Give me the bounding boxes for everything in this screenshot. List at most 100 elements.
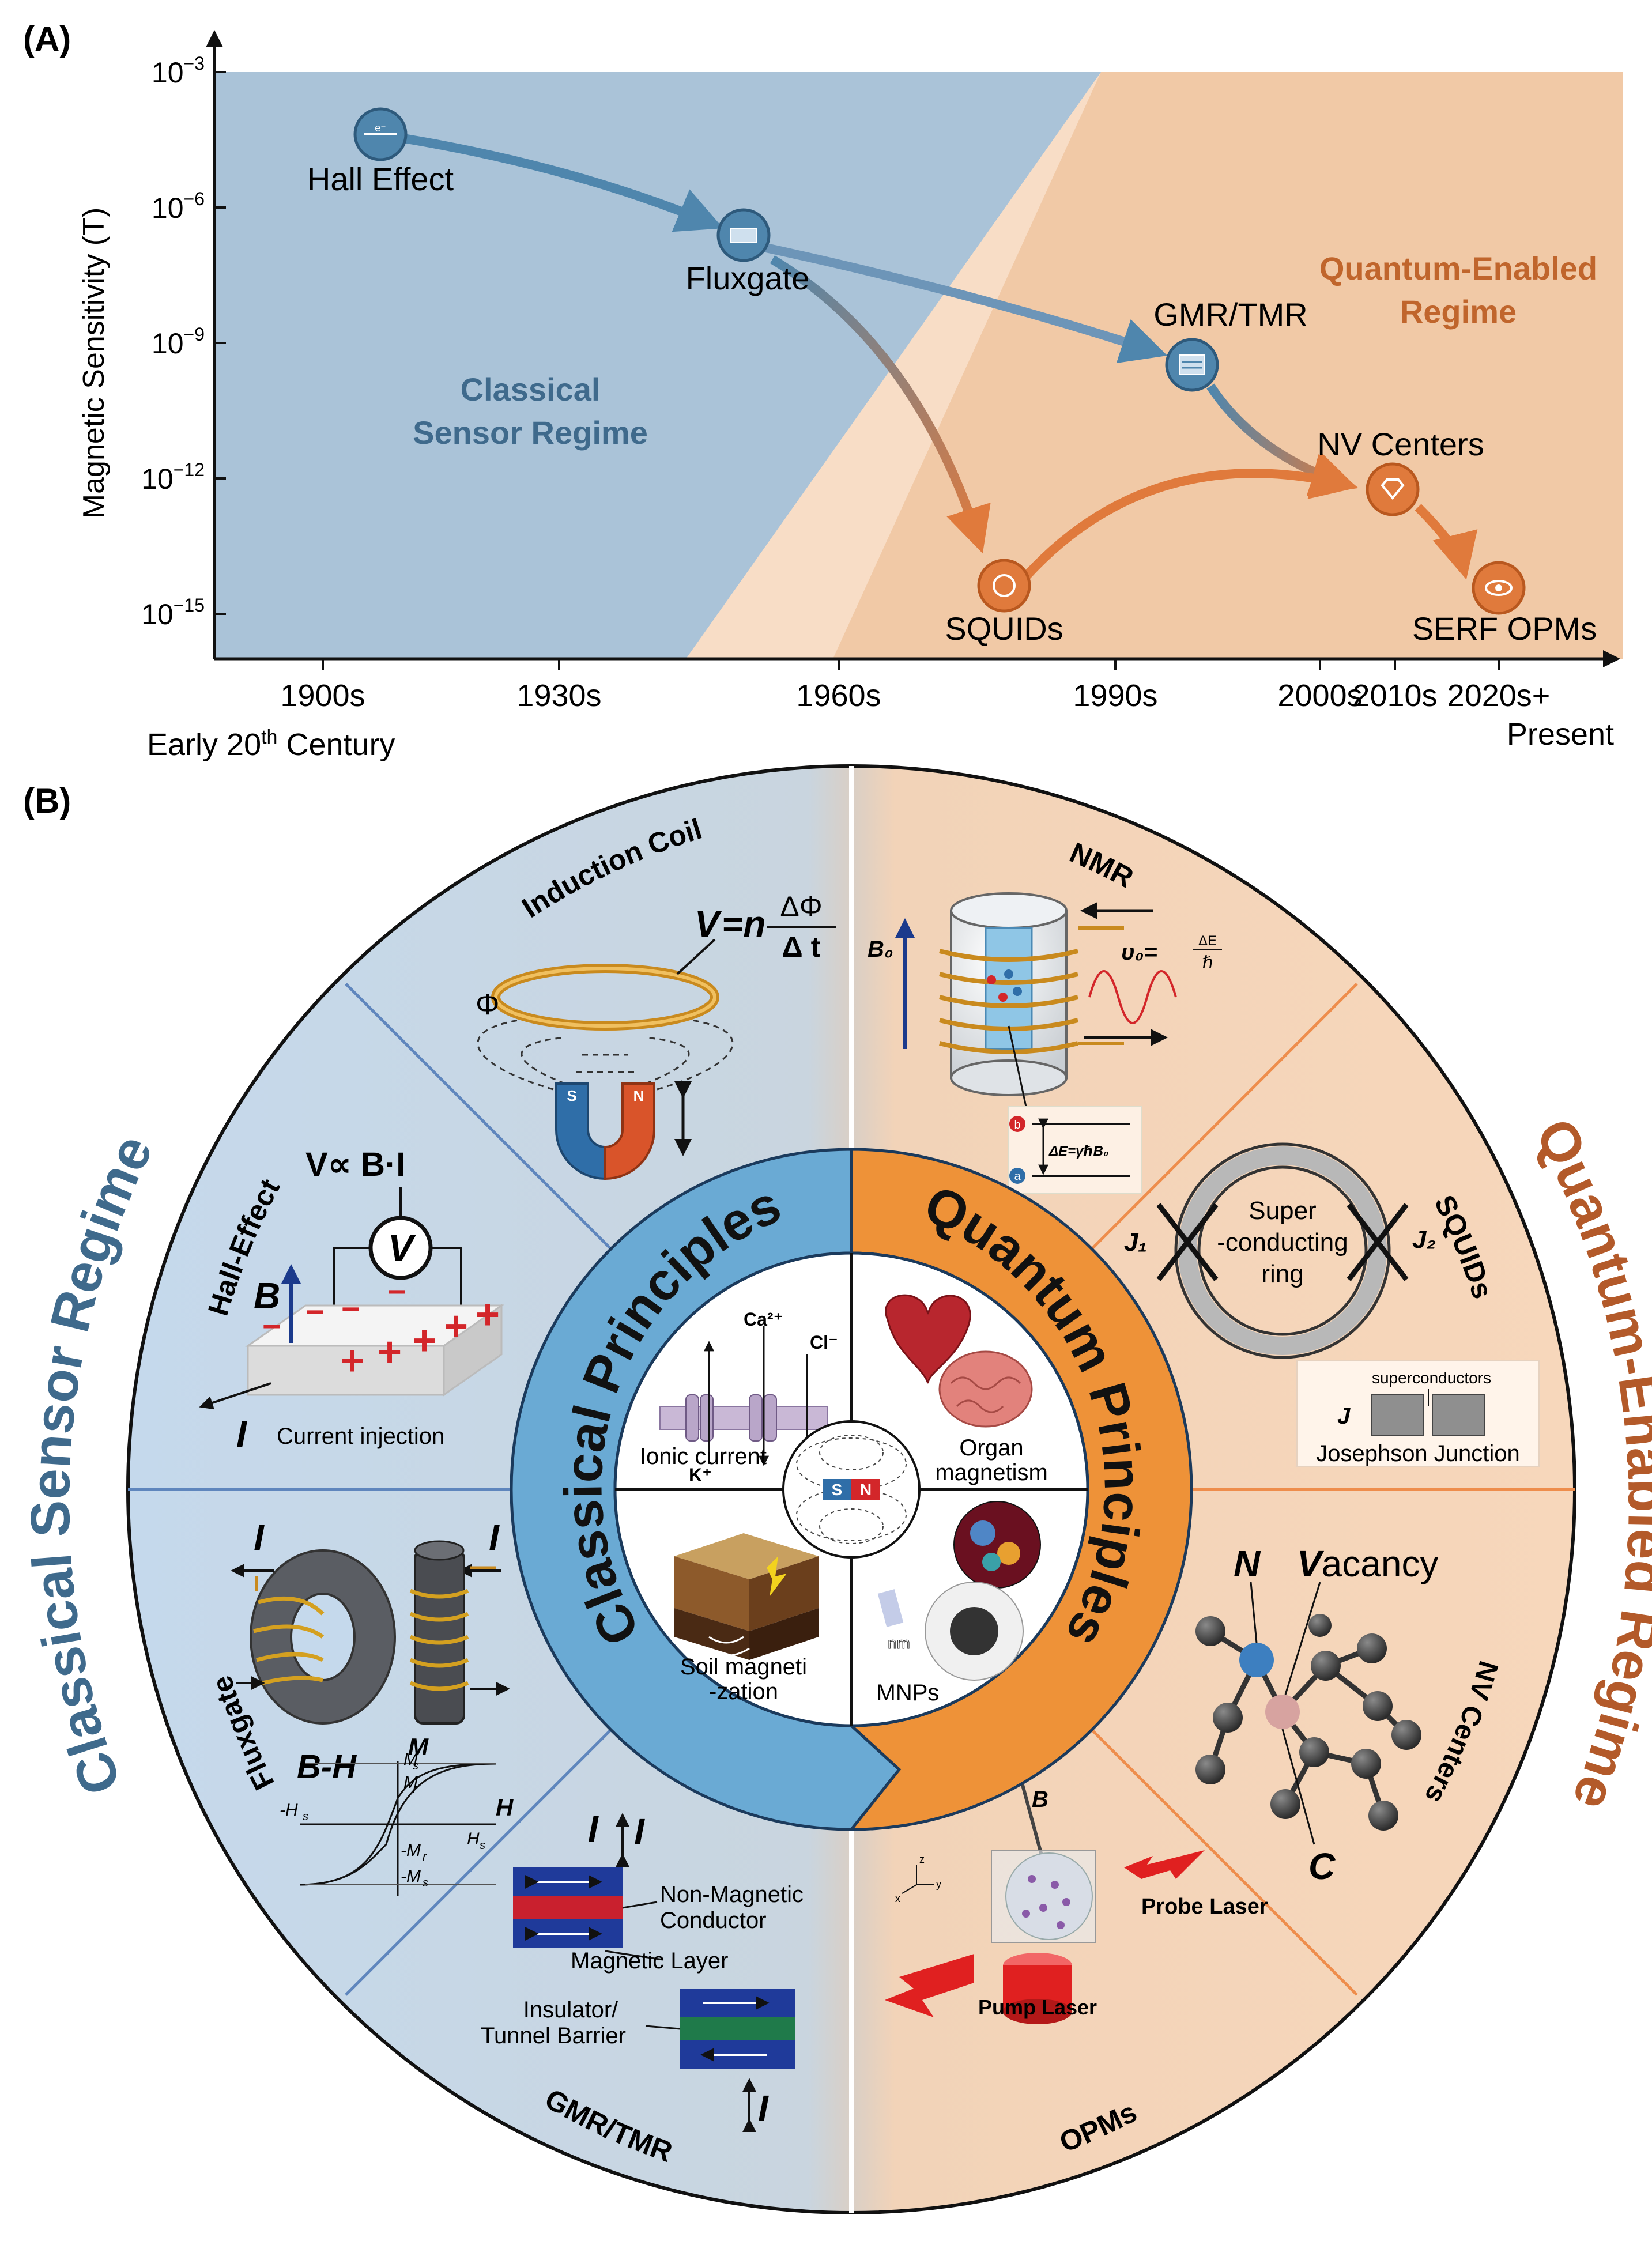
opm-b-label: B [1032,1787,1048,1812]
hysteresis-loop: M s M r M H -H s H s -M r -M s [280,1733,514,1896]
b0-label: B₀ [868,937,893,962]
energy-level-box [1008,1106,1142,1194]
calcium-label: Ca²⁺ [744,1309,783,1330]
hall-charges: − − − − + + + + + [262,1273,500,1384]
y-tick-label: 10−3 [152,53,205,89]
atoms [1022,1875,1070,1929]
nitrogen-atom [1239,1643,1274,1677]
magnetic-layer-label: Magnetic Layer [571,1948,728,1974]
y-tick-label: 10−15 [141,595,205,631]
j1-label: J₁ [1124,1228,1147,1257]
x-tick-label: 2020s+ [1447,678,1551,713]
svg-text:−: − [305,1293,325,1330]
lattice-atoms [1195,1614,1421,1831]
zeeman-formula: ΔE=γℏB₀ [1048,1144,1108,1159]
nv-center-illustration: N Vacancy C [1195,1543,1438,1887]
regime-backgrounds [214,72,1623,659]
svg-text:s: s [413,1760,418,1772]
faraday-eq: =n [722,903,765,945]
soil-caption-2: -zation [709,1679,778,1704]
squids-label: SQUIDs [945,610,1063,647]
svg-text:M: M [408,1733,429,1760]
scale-bar-label: nm [888,1634,910,1652]
hall-effect-illustration: V∝ B·I V B − − − − + + + + + I [199,1146,504,1455]
ring-label-2: -conducting [1217,1228,1348,1257]
svg-text:+: + [378,1329,402,1375]
rf-wave [1088,970,1177,1024]
gmr-i-top: I [588,1808,599,1850]
fluxgate-illustration: I I B-H [231,1517,514,1896]
magnet-s-label: S [567,1087,576,1104]
x-tick-label: 2000s [1277,678,1362,713]
svg-text:−: − [341,1291,360,1327]
rod-core [414,1549,465,1725]
insulator-label: Insulator/ [523,1997,618,2023]
svg-text:s: s [423,1877,428,1889]
svg-text:+: + [444,1303,468,1349]
y-tick-label: 10−9 [152,324,205,360]
josephson-junction-label: Josephson Junction [1316,1441,1520,1466]
faraday-v: V [695,903,722,945]
hall-i-label: I [236,1413,247,1455]
ring-label-3: ring [1261,1260,1303,1288]
arrow-squids-to-nv [1023,454,1358,580]
vacancy-label: Vacancy [1297,1543,1438,1584]
svg-text:−: − [262,1308,281,1344]
ionic-current-illustration: Ca²⁺ Cl⁻ K⁺ Ionic current [640,1309,838,1485]
center-bar-magnet: S N [782,1420,921,1559]
svg-text:+: + [412,1318,436,1364]
x-axis-end-label: Present [1507,717,1614,752]
magnet-south-arm [555,1082,606,1180]
ring-label-1: Super [1249,1197,1316,1225]
mnps-caption: MNPs [877,1680,940,1706]
classical-regime-label-line1: Classical [461,371,601,408]
organ-caption-1: Organ [959,1435,1023,1461]
larmor-formula: υ₀= [1121,939,1157,965]
svg-text:H: H [496,1794,514,1821]
diamond-icon [1366,462,1420,516]
faraday-numerator: ΔΦ [780,891,822,923]
center-magnet-s: S [832,1481,843,1499]
magnet-n-label: N [633,1087,644,1104]
quantum-regime-label-line2: Regime [1400,293,1517,330]
field-lines [477,1019,734,1091]
mnp-illustration: nm MNPs [877,1501,1041,1706]
superconductors-label: superconductors [1372,1369,1491,1387]
classical-regime-label-line2: Sensor Regime [413,414,648,451]
classical-regime-area [214,72,1101,659]
svg-text:+: + [476,1292,500,1338]
arrow-fluxgate-to-gmr [760,242,1168,363]
node-gmr-tmr: GMR/TMR [1153,296,1308,392]
heart-icon [885,1294,971,1384]
squid-icon [977,559,1031,613]
tmr-barrier-layer [680,2017,795,2040]
quantum-regime-label-line1: Quantum-Enabled [1319,250,1597,286]
soil-caption-1: Soil magneti [680,1654,807,1680]
vacancy-site [1265,1695,1300,1729]
ionic-current-caption: Ionic current [640,1444,767,1469]
superconducting-ring [1174,1142,1391,1359]
svg-text:M: M [403,1773,418,1792]
x-tick-label: 1960s [796,678,881,713]
probe-laser-beam [1124,1850,1205,1879]
x-tick-label: 1900s [280,678,365,713]
nmr-illustration: B₀ υ₀= ΔE ℏ b a ΔE=γℏB₀ [868,892,1222,1194]
soil-magnetization-illustration: Soil magneti -zation [674,1533,819,1704]
jj-j-label: J [1337,1403,1351,1429]
nv-n-label: N [1234,1543,1261,1584]
svg-text:s: s [480,1839,485,1852]
hall-effect-label: Hall Effect [307,161,454,197]
potassium-label: K⁺ [689,1465,712,1485]
svg-text:−: − [387,1273,406,1310]
svg-text:-M: -M [401,1841,421,1860]
node-serf-opms: SERF OPMs [1412,561,1597,647]
center-magnet-n: N [860,1481,872,1499]
organ-magnetism-illustration: Organ magnetism [885,1294,1048,1485]
svg-text:z: z [919,1854,925,1865]
organ-caption-2: magnetism [935,1460,1048,1485]
current-arrow [199,1382,271,1410]
induction-coil-illustration: V =n ΔΦ Δ t Φ S N [476,891,836,1180]
